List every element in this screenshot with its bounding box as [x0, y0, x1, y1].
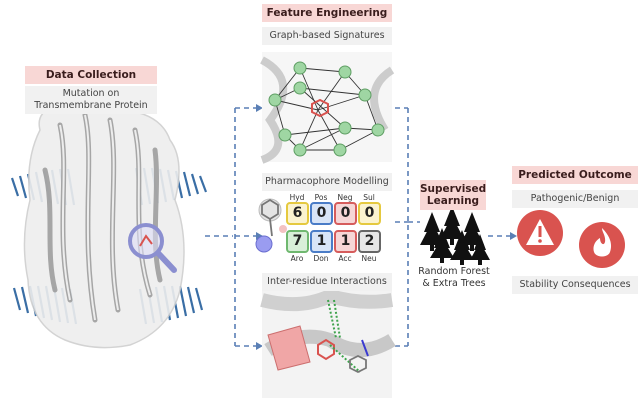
don-label: Don	[313, 254, 329, 263]
warning-icon	[517, 210, 563, 256]
hyd-count: 6	[286, 202, 309, 225]
neg-label: Neg	[337, 193, 353, 202]
hyd-label: Hyd	[289, 193, 305, 202]
neg-count: 0	[334, 202, 357, 225]
supervised-learning-title: Supervised Learning	[420, 180, 486, 210]
supervised-line-1: Supervised	[420, 183, 487, 195]
graph-signature-panel	[259, 52, 395, 164]
protein-structure	[23, 101, 185, 349]
graph-signatures-label: Graph-based Signatures	[262, 27, 392, 45]
acc-count: 1	[334, 230, 357, 253]
don-count: 1	[310, 230, 333, 253]
flow-arrows	[205, 107, 510, 347]
feature-engineering-title: Feature Engineering	[262, 4, 392, 22]
flame-icon	[579, 222, 625, 268]
inter-residue-label: Inter-residue Interactions	[262, 273, 392, 291]
magnifier-icon	[128, 223, 177, 273]
pharmacophore-molecule	[255, 198, 287, 253]
model-line-1: Random Forest	[418, 266, 490, 277]
model-line-2: & Extra Trees	[422, 278, 486, 289]
sul-count: 0	[358, 202, 381, 225]
pos-label: Pos	[314, 193, 328, 202]
pharmacophore-label: Pharmacophore Modelling	[262, 173, 392, 191]
subtitle-line-2: Transmembrane Protein	[34, 100, 148, 111]
acc-label: Acc	[338, 254, 352, 263]
aro-count: 7	[286, 230, 309, 253]
inter-residue-panel	[260, 288, 396, 398]
neu-label: Neu	[361, 254, 377, 263]
sul-label: Sul	[363, 193, 375, 202]
aro-label: Aro	[290, 254, 304, 263]
arrow-heads	[256, 104, 517, 350]
neu-count: 2	[358, 230, 381, 253]
pos-count: 0	[310, 202, 333, 225]
model-label: Random Forest & Extra Trees	[414, 266, 494, 290]
supervised-line-2: Learning	[426, 195, 480, 207]
stability-label: Stability Consequences	[512, 276, 638, 294]
pathogenic-label: Pathogenic/Benign	[512, 190, 638, 208]
data-collection-title: Data Collection	[25, 66, 157, 84]
tree-icon	[420, 206, 490, 265]
data-collection-subtitle: Mutation on Transmembrane Protein	[25, 86, 157, 114]
predicted-outcome-title: Predicted Outcome	[512, 166, 638, 184]
subtitle-line-1: Mutation on	[62, 88, 120, 99]
